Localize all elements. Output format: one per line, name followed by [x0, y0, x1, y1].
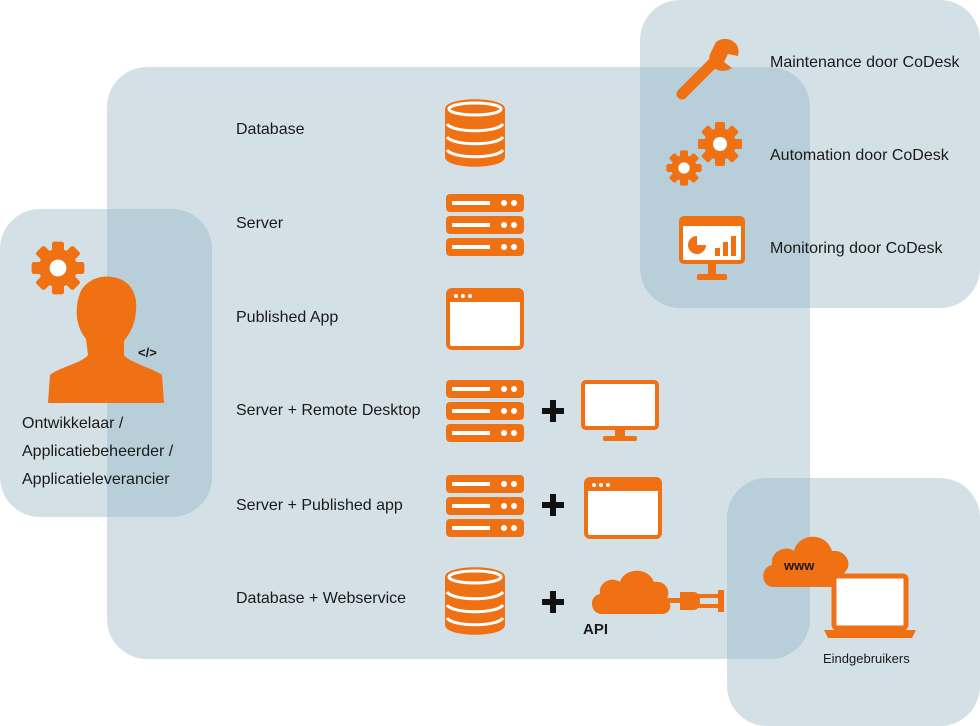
- app-window-icon: [584, 477, 662, 539]
- option-label-server: Server: [236, 215, 284, 232]
- developer-label-line: Applicatiebeheerder /: [22, 443, 174, 460]
- database-icon: [443, 565, 507, 637]
- option-label-published-app: Published App: [236, 309, 339, 326]
- plus-icon: [542, 591, 564, 613]
- monitoring-label: Monitoring door CoDesk: [770, 240, 943, 257]
- plus-icon: [542, 400, 564, 422]
- code-tag: </>: [138, 345, 157, 360]
- plus-icon: [542, 494, 564, 516]
- database-icon: [443, 97, 507, 169]
- option-label-database-webservice: Database + Webservice: [236, 590, 407, 607]
- wrench-icon: [676, 36, 742, 100]
- www-label: www: [784, 558, 815, 573]
- monitor-icon: [581, 380, 659, 443]
- option-label-server-published-app: Server + Published app: [236, 497, 403, 514]
- cloud-plug-icon: [590, 566, 728, 618]
- developer-label: Ontwikkelaar / Applicatiebeheerder / App…: [22, 410, 173, 494]
- server-icon: [446, 475, 524, 537]
- developer-person-icon: [46, 275, 166, 403]
- automation-label: Automation door CoDesk: [770, 147, 949, 164]
- server-icon: [446, 194, 524, 256]
- www-cloud-icon: [760, 525, 852, 589]
- api-label: API: [583, 621, 609, 638]
- developer-label-line: Applicatieleverancier: [22, 471, 170, 488]
- server-icon: [446, 380, 524, 442]
- maintenance-label: Maintenance door CoDesk: [770, 54, 960, 71]
- option-label-database: Database: [236, 121, 305, 138]
- gears-icon: [664, 122, 746, 190]
- app-window-icon: [446, 288, 524, 350]
- monitoring-display-icon: [679, 216, 745, 282]
- option-label-server-remote-desktop: Server + Remote Desktop: [236, 402, 421, 419]
- end-users-label: Eindgebruikers: [823, 651, 910, 666]
- laptop-icon: [820, 572, 920, 642]
- developer-label-line: Ontwikkelaar /: [22, 415, 124, 432]
